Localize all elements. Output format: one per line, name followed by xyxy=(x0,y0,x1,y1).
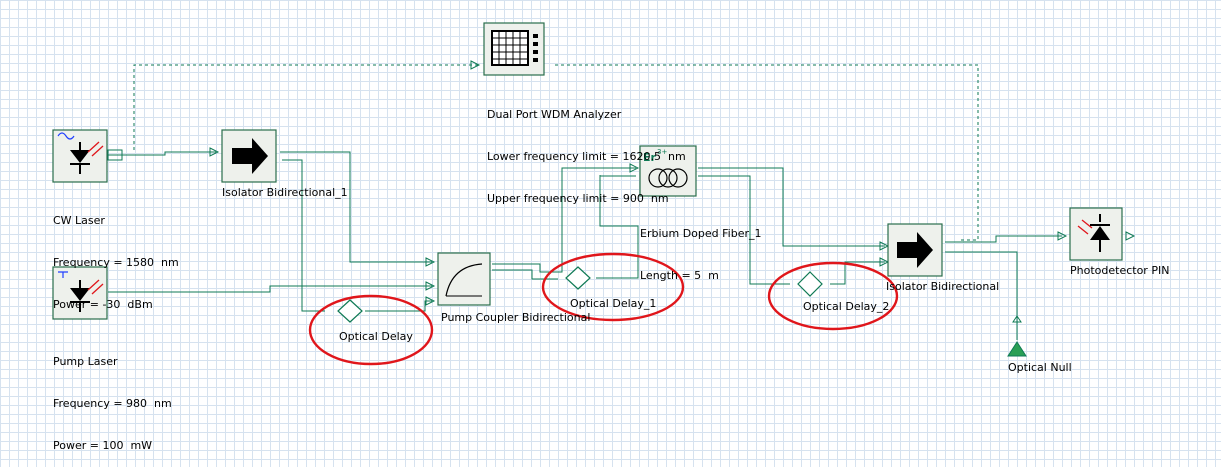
optical-wires xyxy=(108,151,1062,322)
pump-laser-param: Power = 100 mW xyxy=(53,439,153,452)
edf-name: Erbium Doped Fiber_1 xyxy=(640,227,762,240)
edf-icon-text: Er xyxy=(643,151,657,164)
cw-laser-name: CW Laser xyxy=(53,214,105,227)
monitor-links xyxy=(133,64,979,241)
pump-laser-param: Frequency = 980 nm xyxy=(53,397,172,410)
optical-null-symbol[interactable] xyxy=(1007,322,1027,357)
highlight-ellipse-delay-1 xyxy=(541,252,685,322)
isolator-2-label: Isolator Bidirectional xyxy=(886,280,1000,293)
ports xyxy=(209,60,1068,323)
photodetector-label: Photodetector PIN xyxy=(1070,264,1170,277)
edf-icon-sup: 3+ xyxy=(657,148,667,156)
edf-param: Length = 5 m xyxy=(640,269,719,282)
edf-block[interactable]: Er 3+ xyxy=(639,145,697,197)
pump-laser-label: Pump Laser Frequency = 980 nm Power = 10… xyxy=(53,327,172,467)
highlight-circles xyxy=(308,252,899,366)
edf-label: Erbium Doped Fiber_1 Length = 5 m xyxy=(640,199,761,297)
cw-laser-block[interactable] xyxy=(52,129,123,183)
pump-laser-block[interactable] xyxy=(52,266,108,320)
isolator-1-block[interactable] xyxy=(221,129,277,183)
highlight-ellipse-delay-0 xyxy=(308,294,434,366)
cw-laser-param: Frequency = 1580 nm xyxy=(53,256,179,269)
pump-laser-name: Pump Laser xyxy=(53,355,118,368)
wdm-analyzer-block[interactable] xyxy=(483,22,545,76)
optical-delay-1-block[interactable] xyxy=(565,266,591,290)
isolator-1-label: Isolator Bidirectional_1 xyxy=(222,186,348,199)
cw-laser-param: Power = -30 dBm xyxy=(53,298,153,311)
optical-delay-2-label: Optical Delay_2 xyxy=(803,300,890,313)
optical-null-label: Optical Null xyxy=(1008,361,1072,374)
optical-delay-0-label: Optical Delay xyxy=(339,330,413,343)
schematic-canvas: Er 3+ xyxy=(52,22,1136,366)
pump-coupler-label: Pump Coupler Bidirectional xyxy=(441,311,591,324)
optical-delay-1-label: Optical Delay_1 xyxy=(570,297,657,310)
analyzer-param: Upper frequency limit = 900 nm xyxy=(487,192,669,205)
pump-coupler-block[interactable] xyxy=(437,252,491,306)
highlight-ellipse-delay-2 xyxy=(767,261,899,331)
optical-delay-0-block[interactable] xyxy=(337,299,363,323)
optical-delay-2-block[interactable] xyxy=(797,271,823,297)
analyzer-name: Dual Port WDM Analyzer xyxy=(487,108,622,121)
analyzer-label: Dual Port WDM Analyzer Lower frequency l… xyxy=(487,80,686,220)
analyzer-param: Lower frequency limit = 1620.5 nm xyxy=(487,150,686,163)
photodetector-block[interactable] xyxy=(1069,207,1136,261)
cw-laser-label: CW Laser Frequency = 1580 nm Power = -30… xyxy=(53,186,179,326)
isolator-2-block[interactable] xyxy=(887,223,943,277)
